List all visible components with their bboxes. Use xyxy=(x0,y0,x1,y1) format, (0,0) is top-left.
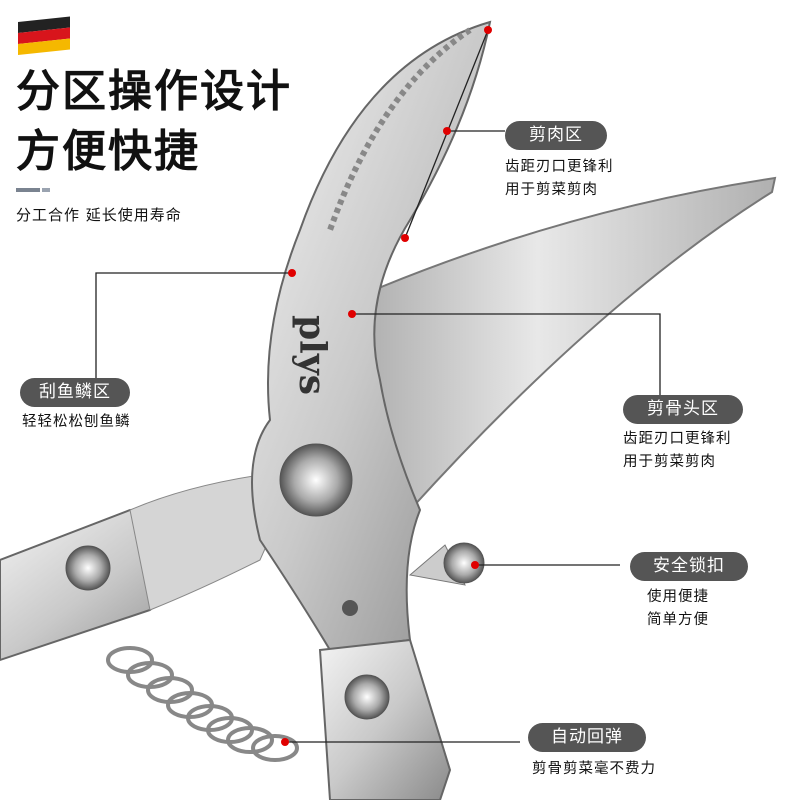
brand-logo: plys xyxy=(291,315,333,395)
feature-pill-bone: 剪骨头区 xyxy=(623,395,743,424)
feature-desc-spring: 剪骨剪菜毫不费力 xyxy=(532,758,656,781)
right-handle xyxy=(318,638,452,800)
spring xyxy=(106,646,299,762)
desc-line: 轻轻松松刨鱼鳞 xyxy=(22,414,131,430)
feature-desc-bone: 齿距刃口更锋利 用于剪菜剪肉 xyxy=(623,428,732,474)
safety-lock-knob xyxy=(443,542,485,584)
desc-line: 简单方便 xyxy=(647,612,709,628)
marker-dots xyxy=(281,26,492,746)
feature-desc-meat: 齿距刃口更锋利 用于剪菜剪肉 xyxy=(505,156,614,202)
germany-flag-icon xyxy=(18,16,70,55)
divider xyxy=(16,188,40,192)
feature-pill-scale: 刮鱼鳞区 xyxy=(20,378,130,407)
desc-line: 剪骨剪菜毫不费力 xyxy=(532,761,656,777)
desc-line: 齿距刃口更锋利 xyxy=(623,431,732,447)
headline-line1: 分区操作设计 xyxy=(16,66,292,117)
feature-pill-spring: 自动回弹 xyxy=(528,723,646,752)
feature-desc-scale: 轻轻松松刨鱼鳞 xyxy=(22,411,131,434)
desc-line: 用于剪菜剪肉 xyxy=(623,454,716,470)
feature-pill-meat: 剪肉区 xyxy=(505,121,607,150)
desc-line: 齿距刃口更锋利 xyxy=(505,159,614,175)
desc-line: 用于剪菜剪肉 xyxy=(505,182,598,198)
headline-subtitle: 分工合作 延长使用寿命 xyxy=(16,206,182,224)
pivot-screw xyxy=(279,443,353,517)
feature-desc-lock: 使用便捷 简单方便 xyxy=(647,586,709,632)
feature-pill-lock: 安全锁扣 xyxy=(630,552,748,581)
desc-line: 使用便捷 xyxy=(647,589,709,605)
bone-blade xyxy=(298,176,777,512)
headline-line2: 方便快捷 xyxy=(16,126,200,177)
